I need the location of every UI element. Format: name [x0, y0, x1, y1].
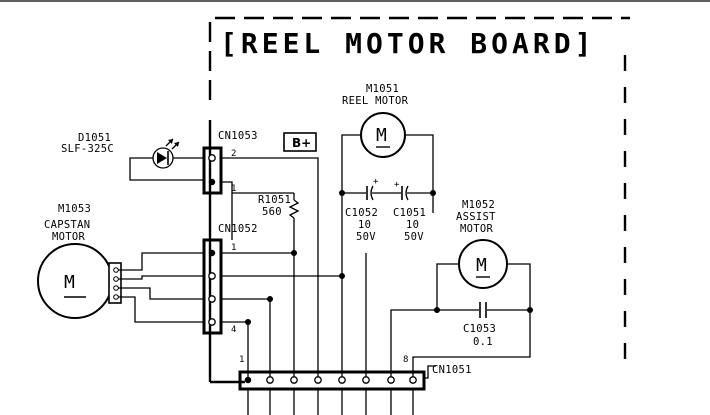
- m1053-name-line1: CAPSTAN: [44, 219, 90, 231]
- c1051-plus-mark: +: [394, 180, 400, 190]
- r1051-value: 560: [262, 206, 282, 218]
- connector-cn1053: CN1053 2 1: [202, 130, 258, 195]
- c1053-ref: C1053: [463, 323, 496, 335]
- cn1053-pin-2: 2: [231, 149, 236, 159]
- m1053-ref: M1053: [58, 203, 91, 215]
- cn1053-pin-1: 1: [231, 184, 236, 194]
- capacitor-c1052: + C1052 10 50V: [339, 177, 379, 243]
- cn1052-ref: CN1052: [218, 223, 258, 235]
- r1051-ref: R1051: [258, 194, 291, 206]
- cn1051-ref: CN1051: [432, 364, 472, 376]
- c1051-value: 10: [406, 219, 419, 231]
- resistor-r1051: R1051 560: [258, 193, 300, 380]
- c1052-value: 10: [358, 219, 371, 231]
- motor-m1052-assist: M1052 ASSIST MOTOR M: [456, 199, 508, 289]
- motor-m1053-capstan: M1053 CAPSTAN MOTOR M: [37, 203, 122, 319]
- d1051-part: SLF-325C: [61, 143, 114, 155]
- led-emission-arrows-icon: [165, 138, 180, 150]
- c1052-voltage: 50V: [356, 231, 376, 243]
- c1053-value: 0.1: [473, 336, 493, 348]
- c1051-voltage: 50V: [404, 231, 424, 243]
- cn1051-pin-8: 8: [403, 355, 408, 365]
- m1053-symbol: M: [64, 272, 75, 293]
- board-title: [REEL MOTOR BOARD]: [220, 27, 595, 60]
- c1051-ref: C1051: [393, 207, 426, 219]
- cn1052-pin-4: 4: [231, 325, 236, 335]
- cn1053-ref: CN1053: [218, 130, 258, 142]
- motor-m1051-reel: M1051 REEL MOTOR M: [342, 83, 409, 158]
- m1051-symbol: M: [376, 125, 387, 146]
- m1051-ref: M1051: [366, 83, 399, 95]
- b-plus-label: B+: [283, 132, 317, 152]
- connector-cn1052: CN1052 1 4: [202, 223, 258, 335]
- cn1052-pin-1: 1: [231, 243, 236, 253]
- cn1051-pin-1: 1: [239, 355, 244, 365]
- c1052-ref: C1052: [345, 207, 378, 219]
- m1052-symbol: M: [476, 255, 487, 276]
- d1051-ref: D1051: [78, 132, 111, 144]
- m1053-name-line2: MOTOR: [52, 231, 85, 243]
- c1052-plus-mark: +: [373, 177, 379, 187]
- capacitor-c1051: + C1051 10 50V: [393, 180, 436, 243]
- connector-cn1051: 1 8 CN1051: [238, 355, 472, 391]
- cn1051-exit-leads: [247, 389, 414, 415]
- b-plus-text: B+: [292, 136, 311, 150]
- m1051-name: REEL MOTOR: [342, 95, 409, 107]
- m1052-name-line2: MOTOR: [460, 223, 493, 235]
- m1052-ref: M1052: [462, 199, 495, 211]
- m1052-name-line1: ASSIST: [456, 211, 496, 223]
- led-d1051: D1051 SLF-325C: [61, 132, 204, 181]
- capacitor-c1053: C1053 0.1: [434, 302, 533, 348]
